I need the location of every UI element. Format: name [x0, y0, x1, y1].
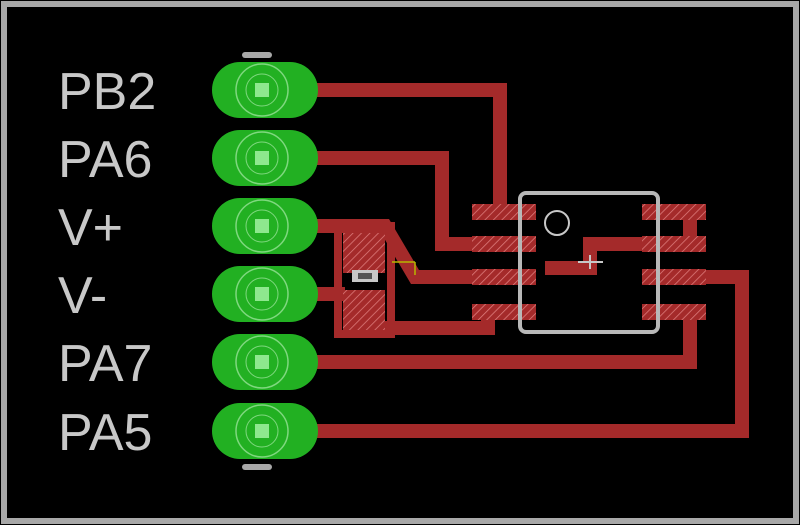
trace-pa6 — [265, 151, 500, 251]
header-pad-vminus — [212, 266, 318, 322]
ic-pad-right-4 — [642, 304, 706, 320]
pin-label: PA6 — [58, 131, 152, 189]
header-pad-pa6 — [212, 130, 318, 186]
header-pads — [212, 62, 318, 459]
ic-chip — [472, 191, 706, 334]
ic-outline — [518, 191, 660, 334]
ic-pin1-marker — [544, 210, 570, 236]
capacitor-outline — [334, 222, 395, 338]
traces — [265, 83, 749, 438]
ic-pad-left-3 — [472, 269, 536, 285]
pin-label: PB2 — [58, 63, 156, 121]
pin-label: V- — [58, 267, 107, 325]
trace-pa5 — [265, 270, 749, 438]
capacitor-pad-top — [343, 233, 385, 273]
header-pad-pb2 — [212, 62, 318, 118]
ic-pad-left-1 — [472, 204, 536, 220]
capacitor — [334, 222, 416, 338]
ic-pad-left-4 — [472, 304, 536, 320]
ic-pad-right-2 — [642, 236, 706, 252]
trace-pb2 — [265, 83, 507, 212]
capacitor-pad-bottom — [343, 290, 385, 330]
pin-label: PA7 — [58, 335, 152, 393]
header-pad-pa7 — [212, 334, 318, 390]
ic-pad-right-3 — [642, 269, 706, 285]
pin-label: PA5 — [58, 404, 152, 462]
header-pad-pa5 — [212, 403, 318, 459]
header-silk-bottom — [242, 464, 272, 470]
ic-pad-right-1 — [642, 204, 706, 220]
capacitor-body-mark — [358, 273, 372, 279]
header-silk-top — [242, 52, 272, 58]
trace-vplus — [265, 219, 500, 284]
ic-pad-left-2 — [472, 236, 536, 252]
header-pad-vplus — [212, 198, 318, 254]
pin-label: V+ — [58, 199, 123, 257]
